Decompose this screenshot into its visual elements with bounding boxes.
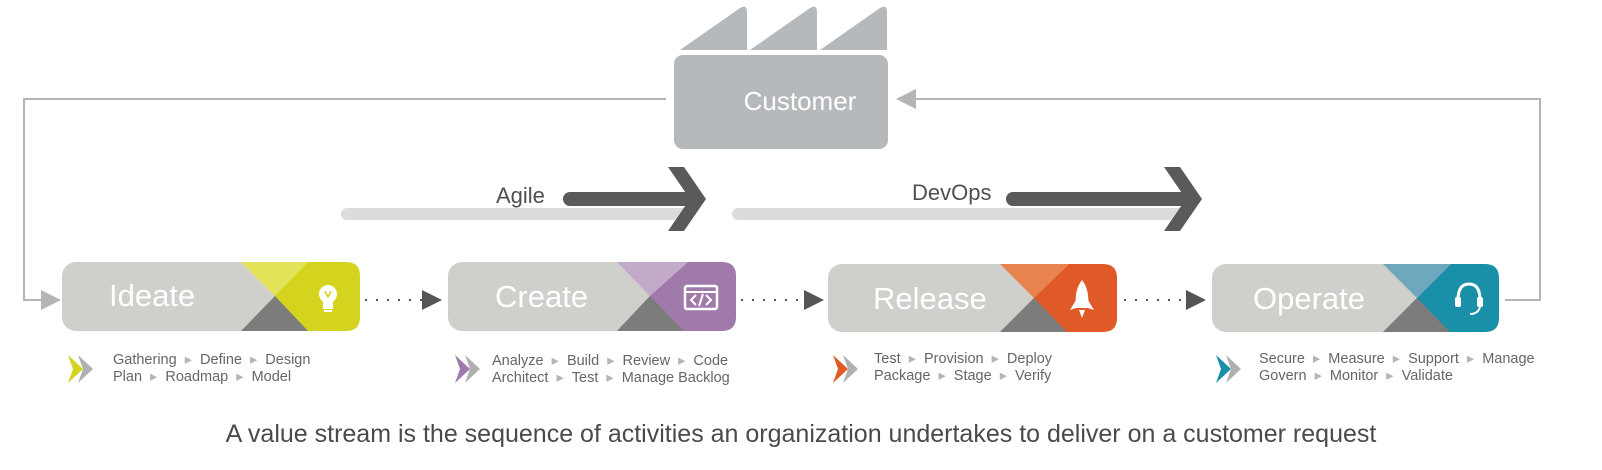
activity-item: Measure bbox=[1328, 351, 1385, 367]
stage-create bbox=[448, 262, 736, 331]
devops-arrow bbox=[732, 167, 1202, 231]
separator-triangle-icon: ▸ bbox=[987, 351, 1003, 367]
activity-item: Roadmap bbox=[165, 369, 229, 385]
separator-triangle-icon: ▸ bbox=[934, 368, 950, 384]
activity-item: Gathering bbox=[113, 352, 177, 368]
stage-label-operate: Operate bbox=[1253, 281, 1366, 316]
stage-ideate bbox=[62, 262, 360, 331]
ideate-activities-row2: Plan ▸ Roadmap ▸ Model bbox=[113, 369, 291, 386]
activity-item: Test bbox=[874, 351, 901, 367]
feedback-line-left bbox=[23, 98, 666, 310]
activity-item: Validate bbox=[1401, 368, 1453, 384]
headset-icon bbox=[1455, 282, 1483, 315]
release-activities-row1: Test ▸ Provision ▸ Deploy bbox=[874, 351, 1052, 368]
activity-item: Package bbox=[874, 368, 931, 384]
stage-release bbox=[828, 264, 1117, 332]
stage-label-ideate: Ideate bbox=[109, 278, 196, 313]
ideate-chevron-icon bbox=[68, 355, 93, 383]
devops-label: DevOps bbox=[912, 180, 992, 205]
activity-item: Support bbox=[1408, 351, 1459, 367]
activity-item: Deploy bbox=[1006, 351, 1053, 367]
factory-roof bbox=[680, 6, 887, 50]
activity-item: Plan bbox=[113, 369, 143, 385]
activity-item: Model bbox=[251, 369, 292, 385]
separator-triangle-icon: ▸ bbox=[1310, 368, 1326, 384]
activity-item: Monitor bbox=[1329, 368, 1379, 384]
activity-item: Build bbox=[566, 353, 600, 369]
release-activities-row2: Package ▸ Stage ▸ Verify bbox=[874, 368, 1051, 385]
separator-triangle-icon: ▸ bbox=[904, 351, 920, 367]
activity-item: Define bbox=[200, 352, 242, 368]
separator-triangle-icon: ▸ bbox=[1388, 351, 1405, 367]
customer-label: Customer bbox=[743, 86, 857, 116]
activity-item: Code bbox=[693, 353, 729, 369]
activity-item: Provision bbox=[923, 351, 984, 367]
rocket-icon bbox=[1070, 280, 1094, 318]
activity-item: Secure bbox=[1259, 351, 1305, 367]
separator-triangle-icon: ▸ bbox=[146, 369, 162, 385]
stage-label-create: Create bbox=[495, 279, 589, 314]
agile-label: Agile bbox=[496, 183, 545, 208]
operate-chevron-icon bbox=[1216, 355, 1241, 383]
stage-label-release: Release bbox=[873, 281, 987, 316]
operate-activities-row1: Secure ▸ Measure ▸ Support ▸ Manage bbox=[1259, 351, 1535, 368]
activity-item: Review bbox=[622, 353, 671, 369]
caption: A value stream is the sequence of activi… bbox=[225, 420, 1377, 448]
lightbulb-icon bbox=[319, 285, 337, 312]
create-activities-row1: Analyze ▸ Build ▸ Review ▸ Code bbox=[492, 353, 728, 370]
feedback-line-right bbox=[896, 89, 1541, 301]
separator-triangle-icon: ▸ bbox=[552, 370, 568, 386]
activity-item: Analyze bbox=[492, 353, 544, 369]
separator-triangle-icon: ▸ bbox=[547, 353, 563, 369]
activity-item: Architect bbox=[492, 370, 549, 386]
activity-item: Govern bbox=[1259, 368, 1307, 384]
separator-triangle-icon: ▸ bbox=[674, 353, 690, 369]
agile-arrow bbox=[341, 167, 706, 231]
separator-triangle-icon: ▸ bbox=[602, 370, 618, 386]
separator-triangle-icon: ▸ bbox=[995, 368, 1012, 384]
activity-item: Test bbox=[571, 370, 599, 386]
release-chevron-icon bbox=[833, 355, 858, 383]
activity-item: Stage bbox=[953, 368, 992, 384]
activity-item: Manage bbox=[1482, 351, 1535, 367]
ideate-activities-row1: Gathering ▸ Define ▸ Design bbox=[113, 352, 310, 369]
activity-item: Manage Backlog bbox=[621, 370, 730, 386]
separator-triangle-icon: ▸ bbox=[245, 352, 262, 368]
activity-item: Design bbox=[265, 352, 311, 368]
create-chevron-icon bbox=[455, 355, 480, 383]
separator-triangle-icon: ▸ bbox=[232, 369, 248, 385]
separator-triangle-icon: ▸ bbox=[1462, 351, 1479, 367]
separator-triangle-icon: ▸ bbox=[603, 353, 619, 369]
stage-operate bbox=[1212, 264, 1499, 332]
separator-triangle-icon: ▸ bbox=[1382, 368, 1398, 384]
separator-triangle-icon: ▸ bbox=[180, 352, 197, 368]
create-activities-row2: Architect ▸ Test ▸ Manage Backlog bbox=[492, 370, 730, 387]
activity-item: Verify bbox=[1015, 368, 1052, 384]
separator-triangle-icon: ▸ bbox=[1308, 351, 1325, 367]
operate-activities-row2: Govern ▸ Monitor ▸ Validate bbox=[1259, 368, 1453, 385]
code-window-icon bbox=[683, 284, 719, 311]
customer-box bbox=[674, 55, 888, 149]
